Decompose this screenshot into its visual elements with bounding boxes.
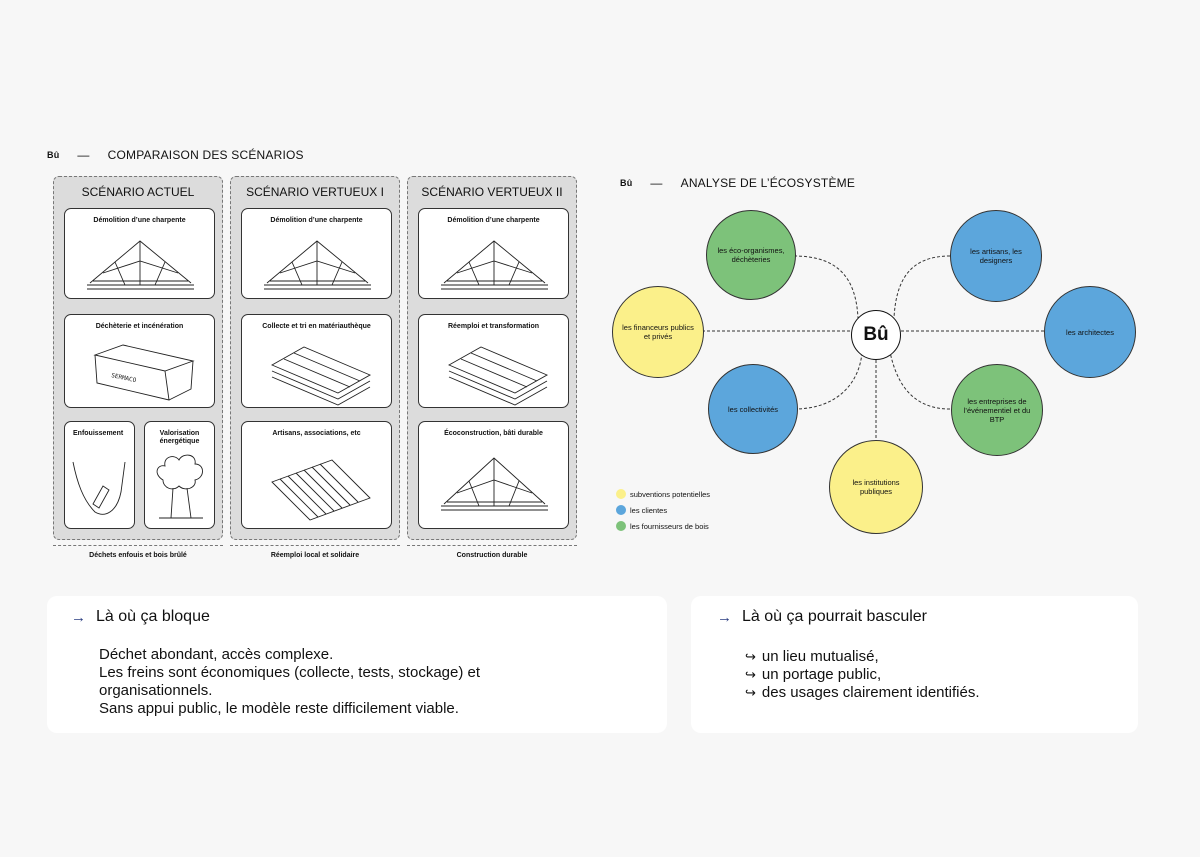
list-item: ↪un portage public, [745,666,882,683]
wood-panel-icon [271,459,371,521]
hook-arrow-icon: ↪ [745,685,756,700]
card-label: Démolition d’une charpente [270,217,363,224]
node-financeurs: les financeurs publics et privés [612,286,704,378]
scenario-column-vertueux-1: SCÉNARIO VERTUEUX I Démolition d’une cha… [230,176,400,540]
panel-basculer: → Là où ça pourrait basculer ↪un lieu mu… [691,596,1138,733]
wood-stack-icon [447,346,549,406]
legend-dot-yellow [616,489,626,499]
header-dash: — [650,176,663,190]
center-node-bu: Bû [851,310,901,360]
card-collecte: Collecte et tri en matériauthèque [241,314,392,408]
scenario-column-vertueux-2: SCÉNARIO VERTUEUX II Démolition d’une ch… [407,176,577,540]
hook-arrow-icon: ↪ [745,667,756,682]
roof-truss-icon [87,240,194,290]
footer-divider [230,545,400,546]
arrow-right-icon: → [71,608,86,626]
legend-label: les clientes [630,505,668,515]
panel-title: → Là où ça bloque [71,608,210,626]
card-label: Déchèterie et incénération [95,323,184,330]
card-valorisation: Valorisation énergétique [144,421,215,529]
node-entreprises: les entreprises de l’événementiel et du … [951,364,1043,456]
roof-truss-icon [264,240,371,290]
list-item: ↪un lieu mutualisé, [745,648,879,665]
node-eco-organismes: les éco-organismes, déchèteries [706,210,796,300]
legend-dot-blue [616,505,626,515]
ecosystem-title: ANALYSE DE L’ÉCOSYSTÈME [680,176,856,190]
card-ecoconstruction: Écoconstruction, bâti durable [418,421,569,529]
panel-title-text: Là où ça pourrait basculer [742,608,927,625]
scenario-title: SCÉNARIO VERTUEUX I [246,185,384,199]
arrow-right-icon: → [717,608,732,626]
body-line: Sans appui public, le modèle reste diffi… [99,700,459,717]
legend-label: subventions potentielles [630,489,711,499]
panel-body: Déchet abondant, accès complexe. Les fre… [99,646,480,718]
roof-truss-icon [441,457,548,511]
brand-logo: Bû [47,150,60,160]
smoke-cloud-icon [156,454,203,519]
footer-divider [53,545,223,546]
ecosystem-header: Bû — ANALYSE DE L’ÉCOSYSTÈME [620,176,855,190]
body-line: organisationnels. [99,682,213,699]
card-demolition: Démolition d’une charpente [241,208,392,299]
card-artisans: Artisans, associations, etc [241,421,392,529]
card-label: Écoconstruction, bâti durable [444,430,543,437]
landfill-pit-icon [72,461,126,515]
legend-item: les fournisseurs de bois [616,521,709,531]
card-label: Valorisation énergétique [159,430,200,445]
scenario-footer: Construction durable [456,552,528,559]
card-label: Collecte et tri en matériauthèque [262,323,371,330]
legend-item: subventions potentielles [616,489,710,499]
header-dash: — [77,148,90,162]
card-demolition: Démolition d’une charpente [64,208,215,299]
panel-blocages: → Là où ça bloque Déchet abondant, accès… [47,596,667,733]
card-label: Enfouissement [73,430,124,437]
card-label: Démolition d’une charpente [93,217,186,224]
body-line: Les freins sont économiques (collecte, t… [99,664,481,681]
scenario-footer: Réemploi local et solidaire [270,552,360,559]
legend-label: les fournisseurs de bois [630,521,709,531]
scenarios-header: Bû — COMPARAISON DES SCÉNARIOS [47,148,304,162]
scenario-title: SCÉNARIO VERTUEUX II [421,185,563,199]
card-label: Réemploi et transformation [447,323,539,330]
skip-container-icon: SERMACO [93,344,195,401]
node-collectivites: les collectivités [708,364,798,454]
list-item: ↪des usages clairement identifiés. [745,684,980,701]
node-artisans: les artisans, les designers [950,210,1042,302]
body-line: Déchet abondant, accès complexe. [99,646,334,663]
card-enfouissement: Enfouissement [64,421,135,529]
legend-dot-green [616,521,626,531]
scenario-footer: Déchets enfouis et bois brûlé [89,552,187,559]
node-institutions: les institutions publiques [829,440,923,534]
hook-arrow-icon: ↪ [745,649,756,664]
panel-list: ↪un lieu mutualisé, ↪un portage public, … [745,648,980,702]
scenario-title: SCÉNARIO ACTUEL [81,185,195,199]
card-reemploi: Réemploi et transformation [418,314,569,408]
scenario-column-actuel: SCÉNARIO ACTUEL Démolition d’une charpen… [53,176,223,540]
card-label: Démolition d’une charpente [447,217,540,224]
legend-item: les clientes [616,505,667,515]
footer-divider [407,545,577,546]
panel-title-text: Là où ça bloque [96,608,210,625]
card-label: Artisans, associations, etc [272,430,361,437]
card-decheterie: Déchèterie et incénération SERMACO [64,314,215,408]
wood-stack-icon [270,346,372,406]
card-demolition: Démolition d’une charpente [418,208,569,299]
panel-title: → Là où ça pourrait basculer [717,608,927,626]
roof-truss-icon [441,240,548,290]
node-architectes: les architectes [1044,286,1136,378]
brand-logo: Bû [620,178,633,188]
scenarios-title: COMPARAISON DES SCÉNARIOS [107,148,304,162]
